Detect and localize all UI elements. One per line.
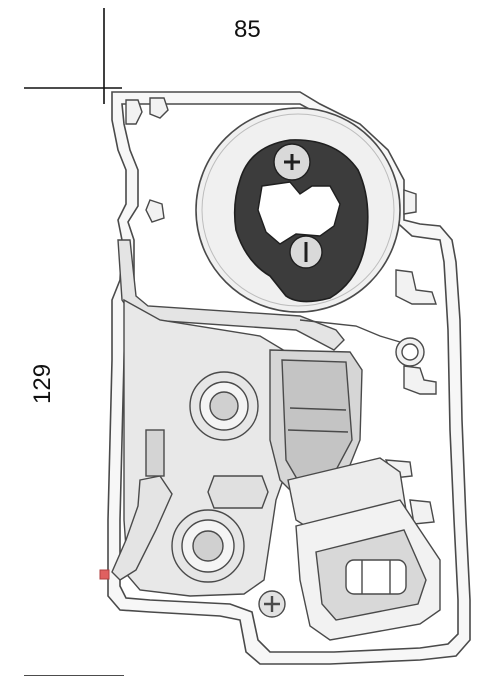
- lower-bolt: [171, 509, 245, 583]
- dimension-lines: [24, 8, 124, 676]
- upper-bolt: [189, 371, 259, 441]
- drive-box: [287, 457, 441, 641]
- dimension-width-label: 85: [234, 16, 261, 43]
- end-cap: [233, 139, 369, 303]
- dimension-height-label: 129: [29, 363, 56, 404]
- marker-square: [99, 569, 110, 580]
- hex-nut: [207, 475, 269, 509]
- bottom-screw: [258, 590, 286, 618]
- housing-rail-details: [125, 97, 437, 525]
- latch-hook: [111, 429, 173, 581]
- gear-mechanism: [269, 349, 363, 501]
